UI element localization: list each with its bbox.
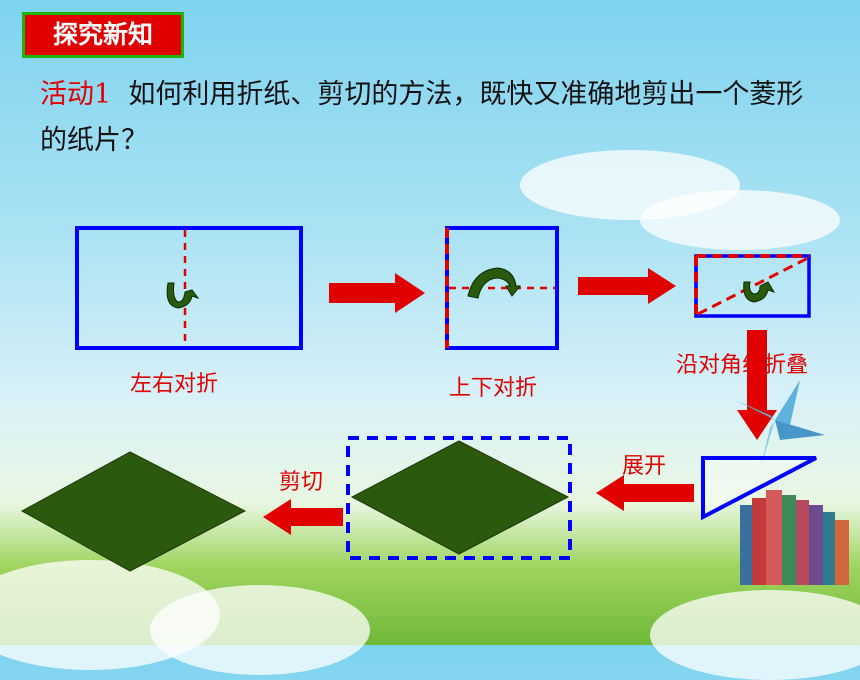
rhombus-unfolded bbox=[350, 440, 570, 555]
step-label-fold-ud: 上下对折 bbox=[449, 376, 538, 401]
arrow-down bbox=[737, 330, 777, 440]
paper-rectangle bbox=[75, 226, 303, 350]
fold-curl-icon bbox=[743, 281, 776, 303]
question-body: 如何利用折纸、剪切的方法，既快又准确地剪出一个菱形的纸片？ bbox=[40, 79, 804, 156]
cloud bbox=[640, 190, 840, 250]
books-decoration bbox=[740, 490, 849, 585]
step-label-fold-diag: 沿对角线折叠 bbox=[676, 353, 809, 378]
arrow-left bbox=[596, 475, 694, 511]
rhombus-result bbox=[20, 451, 247, 572]
folded-paper bbox=[445, 226, 559, 350]
folded-triangle bbox=[701, 456, 817, 521]
question-text: 活动1 如何利用折纸、剪切的方法，既快又准确地剪出一个菱形的纸片？ bbox=[40, 72, 810, 164]
section-badge: 探究新知 bbox=[22, 12, 184, 58]
arrow-left bbox=[263, 499, 343, 535]
fold-curl-icon bbox=[166, 282, 200, 309]
activity-label: 活动1 bbox=[40, 79, 112, 110]
step-label-fold-lr: 左右对折 bbox=[130, 372, 219, 397]
step-label-unfold: 展开 bbox=[622, 454, 667, 479]
folding-diagram bbox=[20, 226, 849, 585]
fold-curl-icon bbox=[467, 267, 522, 299]
step-label-cut: 剪切 bbox=[279, 470, 324, 495]
arrow-right bbox=[578, 268, 676, 304]
arrow-right bbox=[329, 273, 425, 313]
diagonal-fold-line bbox=[697, 256, 809, 316]
